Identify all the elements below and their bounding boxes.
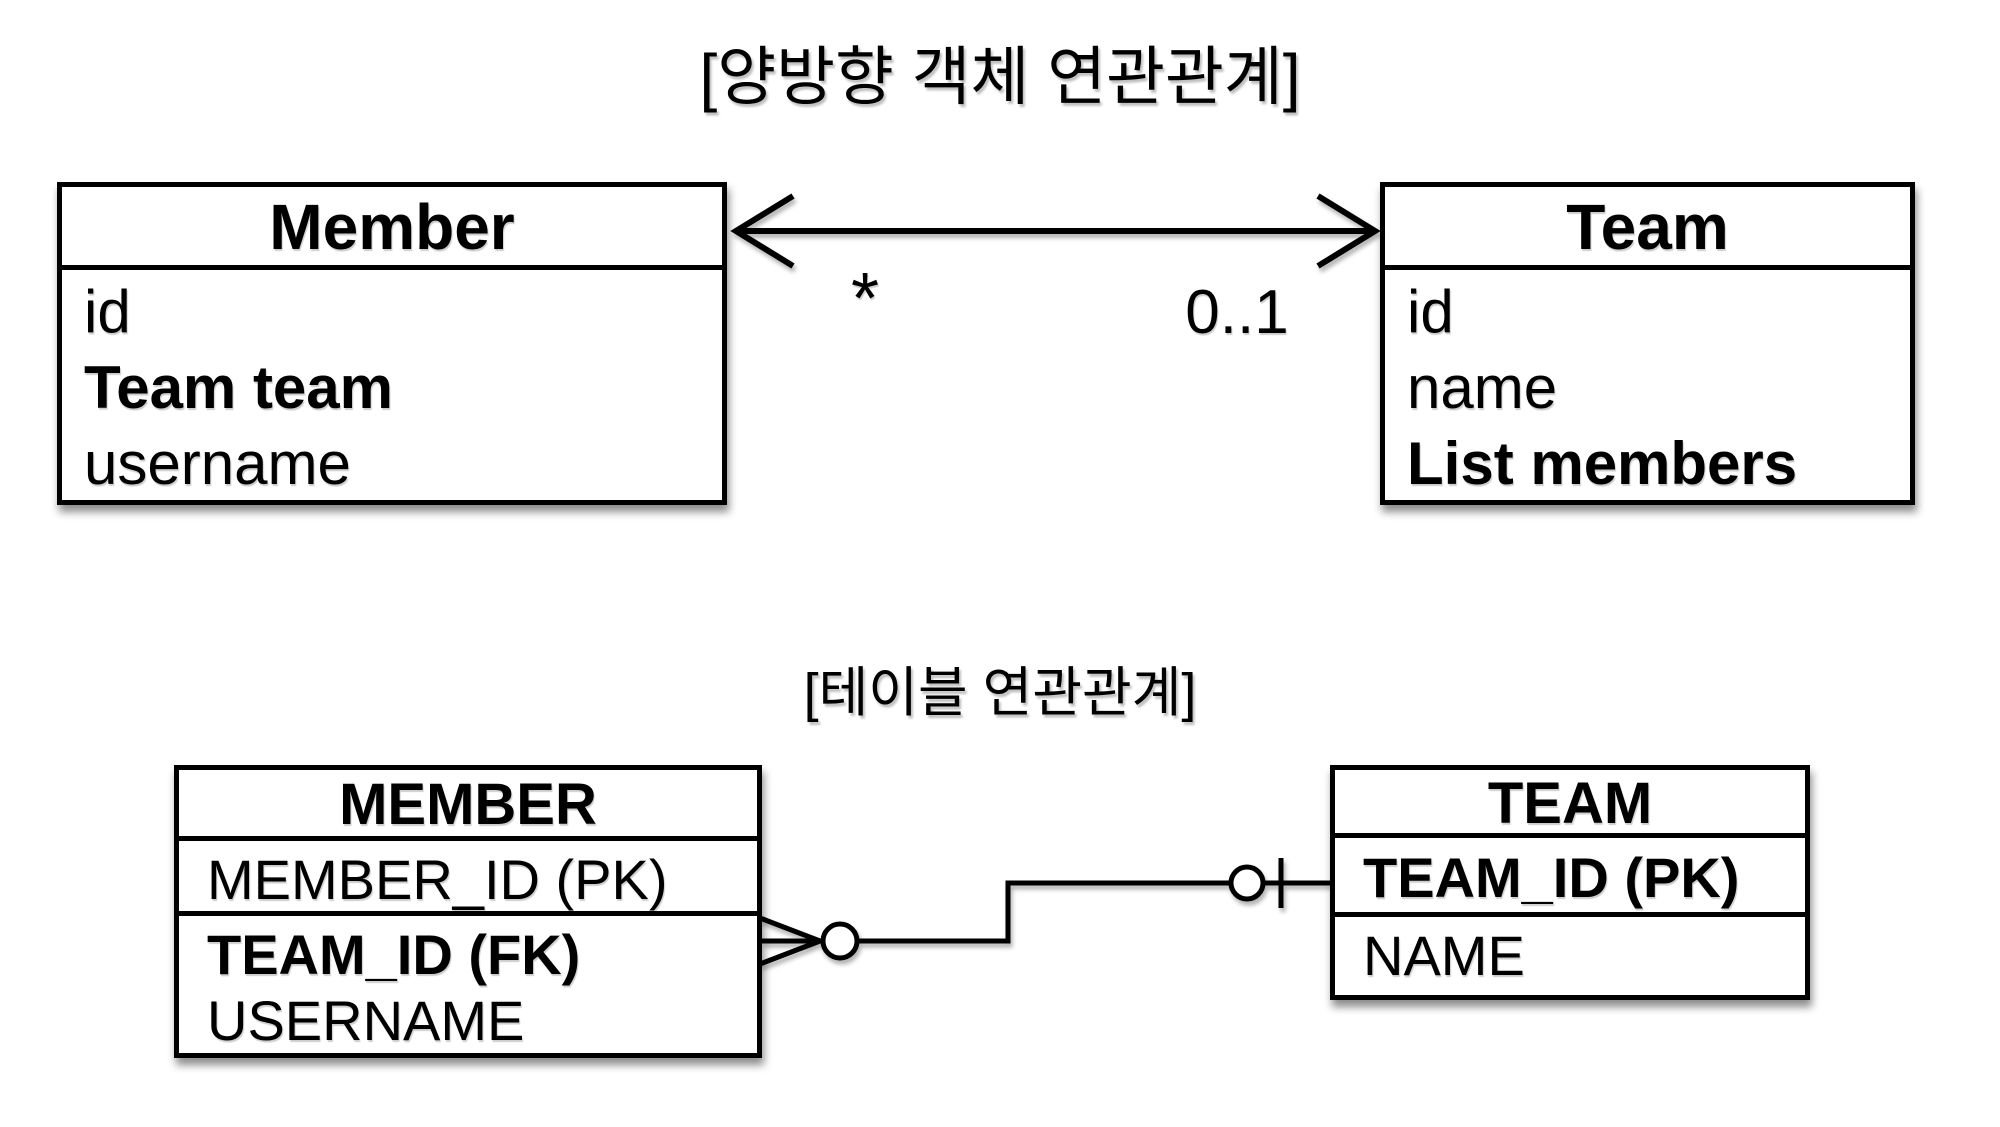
team-class-attributes: id name List members xyxy=(1385,270,1910,502)
team-class-box: Team id name List members xyxy=(1380,182,1915,505)
team-multiplicity-label: 0..1 xyxy=(1185,278,1289,347)
team-table-name: TEAM xyxy=(1335,770,1805,838)
object-association-title: [양방향 객체 연관관계] xyxy=(699,41,1301,113)
member-table-body: TEAM_ID (FK) USERNAME xyxy=(179,916,757,1054)
member-class-attributes: id Team team username xyxy=(62,270,722,502)
team-table-box: TEAM TEAM_ID (PK) NAME xyxy=(1330,765,1810,1000)
zero-circle-member-icon xyxy=(820,921,860,961)
member-attr-id: id xyxy=(84,278,131,345)
team-attr-name: name xyxy=(1407,354,1558,421)
team-class-name: Team xyxy=(1385,187,1910,270)
member-table-col-team-id: TEAM_ID (FK) xyxy=(207,923,581,986)
member-table-col-member-id: MEMBER_ID (PK) xyxy=(179,841,757,916)
member-table-col-username: USERNAME xyxy=(207,989,525,1052)
member-attr-team: Team team xyxy=(84,354,394,421)
member-table-name: MEMBER xyxy=(179,770,757,841)
member-class-box: Member id Team team username xyxy=(57,182,727,505)
member-table-box: MEMBER MEMBER_ID (PK) TEAM_ID (FK) USERN… xyxy=(174,765,762,1058)
team-attr-id: id xyxy=(1407,278,1454,345)
relationship-line xyxy=(762,880,1330,944)
table-association-title: [테이블 연관관계] xyxy=(803,663,1197,723)
team-table-col-team-id: TEAM_ID (PK) xyxy=(1335,838,1805,917)
zero-circle-team-icon xyxy=(1228,864,1266,902)
arrowhead-left-icon xyxy=(730,193,795,269)
team-table-col-name: NAME xyxy=(1363,924,1525,987)
arrowhead-right-icon xyxy=(1316,193,1381,269)
member-multiplicity-label: * xyxy=(850,259,880,339)
member-attr-username: username xyxy=(84,430,351,497)
member-class-name: Member xyxy=(62,187,722,270)
crowsfoot-many-icon xyxy=(759,915,821,967)
team-attr-members: List members xyxy=(1407,430,1798,497)
